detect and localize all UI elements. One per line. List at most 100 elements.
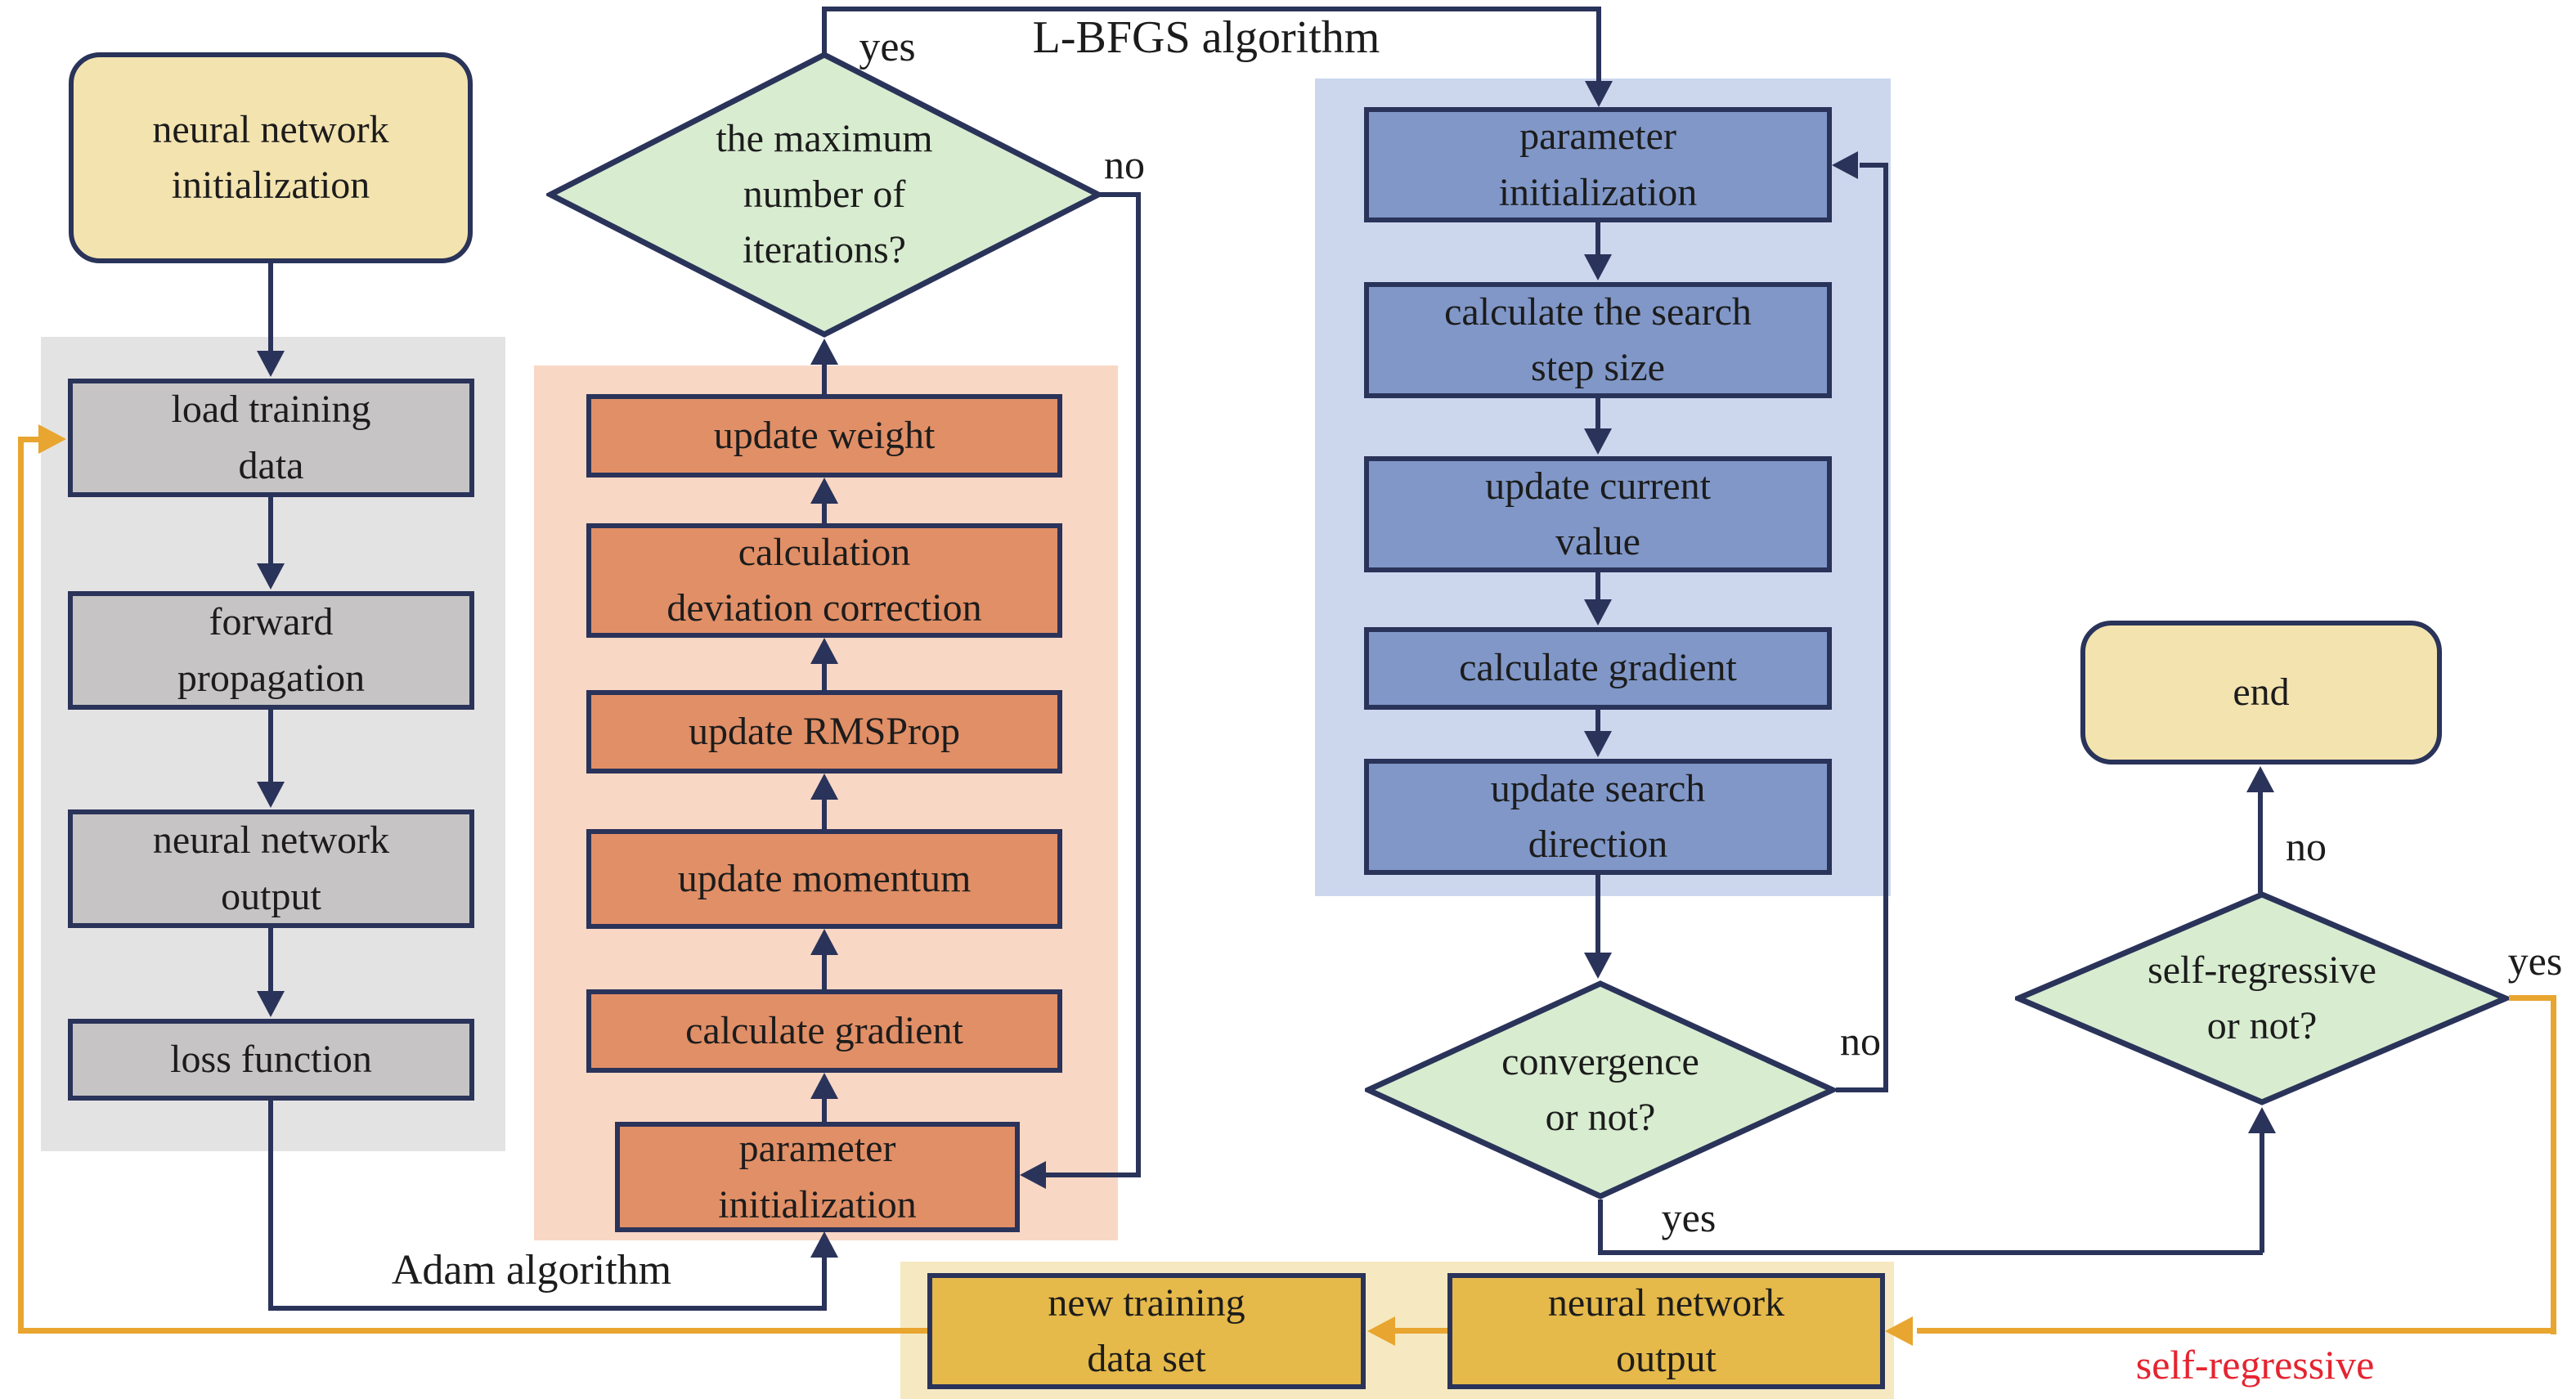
arrowhead-convno-to-lbfgsinit xyxy=(1832,151,1858,179)
node-update-current-value-label: update current value xyxy=(1485,464,1711,563)
node-nn-output-bottom-label: neural network output xyxy=(1547,1280,1785,1380)
node-deviation-correction-label: calculation deviation correction xyxy=(666,530,982,630)
decision-max-iterations-shape xyxy=(546,52,1102,338)
node-loss-function-label: loss function xyxy=(170,1037,372,1081)
decision-convergence: convergence or not? xyxy=(1365,980,1836,1199)
decision-max-iterations: the maximum number of iterations? xyxy=(546,51,1102,339)
node-update-weight-label: update weight xyxy=(713,413,936,457)
connector-direction-to-convergence xyxy=(1595,875,1600,955)
arrowhead-gradient-to-direction xyxy=(1584,731,1612,757)
node-load-training-data: load training data xyxy=(68,379,474,497)
arrowhead-nnoutput-to-newdata xyxy=(1367,1316,1395,1346)
connector-newdata-left xyxy=(20,1328,930,1334)
node-forward-propagation-label: forward propagation xyxy=(177,600,366,700)
connector-selfregno xyxy=(2258,789,2263,893)
node-update-rmsprop: update RMSProp xyxy=(586,690,1062,773)
connector-no-right-2 xyxy=(1136,192,1141,1177)
node-update-current-value: update current value xyxy=(1364,456,1832,572)
connector-rmsprop-to-deviation xyxy=(822,661,827,693)
node-adam-parameter-initialization: parameter initialization xyxy=(615,1122,1020,1232)
node-lbfgs-parameter-initialization-label: parameter initialization xyxy=(1498,114,1698,214)
node-end: end xyxy=(2080,621,2442,765)
decision-self-regressive: self-regressive or not? xyxy=(2015,891,2509,1105)
connector-selfregyes-2 xyxy=(2551,995,2556,1334)
arrowhead-lbfgsinit-to-step xyxy=(1584,254,1612,280)
arrowhead-current-to-gradient xyxy=(1584,599,1612,626)
decision-self-regressive-label: self-regressive or not? xyxy=(2147,948,2376,1047)
decision-self-regressive-shape xyxy=(2015,891,2509,1105)
connector-adam-entry xyxy=(822,1254,827,1308)
node-new-training-data-set: new training data set xyxy=(927,1273,1366,1389)
connector-adaminit-to-gradient xyxy=(822,1096,827,1125)
edge-label-self-regressive-note: self-regressive xyxy=(2135,1342,2375,1388)
connector-convyes-3 xyxy=(2260,1132,2264,1253)
node-start: neural network initialization xyxy=(69,52,473,263)
node-new-training-data-set-label: new training data set xyxy=(1048,1280,1245,1380)
node-update-rmsprop-label: update RMSProp xyxy=(688,709,960,753)
node-deviation-correction: calculation deviation correction xyxy=(586,523,1062,638)
connector-deviation-to-weight xyxy=(822,500,827,527)
connector-current-to-gradient xyxy=(1595,572,1600,602)
node-load-training-data-label: load training data xyxy=(171,388,371,487)
connector-gradient-to-direction xyxy=(1595,710,1600,733)
edge-label-self-regressive-yes: yes xyxy=(2507,938,2563,984)
connector-convyes-2 xyxy=(1598,1250,2263,1255)
connector-step-to-current xyxy=(1595,398,1600,431)
edge-label-lbfgs-algorithm: L-BFGS algorithm xyxy=(1032,12,1380,63)
decision-max-iterations-label: the maximum number of iterations? xyxy=(716,116,933,272)
edge-label-max-iterations-no: no xyxy=(1104,141,1145,187)
connector-return-top xyxy=(18,437,43,442)
connector-into-lbfgs xyxy=(1596,7,1601,83)
connector-gradient-to-momentum xyxy=(822,952,827,993)
node-update-search-direction: update search direction xyxy=(1364,759,1832,875)
node-end-label: end xyxy=(2233,670,2290,714)
arrowhead-output-to-loss xyxy=(257,991,285,1017)
connector-loss-to-adam xyxy=(268,1306,827,1311)
connector-selfregyes-3 xyxy=(1917,1328,2556,1334)
arrowhead-adam-entry xyxy=(810,1231,838,1258)
connector-selfregyes-1 xyxy=(2509,995,2556,1001)
arrowhead-momentum-to-rmsprop xyxy=(810,773,838,800)
connector-no-right-3 xyxy=(1046,1173,1141,1177)
arrowhead-no-to-adaminit xyxy=(1020,1161,1046,1189)
edge-label-convergence-yes: yes xyxy=(1661,1195,1717,1240)
node-adam-calculate-gradient-label: calculate gradient xyxy=(685,1008,963,1052)
arrowhead-gradient-to-momentum xyxy=(810,929,838,955)
arrowhead-deviation-to-weight xyxy=(810,478,838,504)
arrowhead-adaminit-to-gradient xyxy=(810,1073,838,1099)
connector-momentum-to-rmsprop xyxy=(822,796,827,832)
node-forward-propagation: forward propagation xyxy=(68,591,474,710)
arrowhead-direction-to-convergence xyxy=(1584,953,1612,979)
node-update-momentum: update momentum xyxy=(586,829,1062,929)
connector-convno-2 xyxy=(1883,163,1888,1090)
arrowhead-step-to-current xyxy=(1584,428,1612,455)
arrowhead-selfregno-to-end xyxy=(2246,766,2274,792)
decision-convergence-shape xyxy=(1365,980,1836,1199)
connector-return-up xyxy=(18,437,24,1334)
connector-loss-down xyxy=(268,1099,273,1311)
arrowhead-convyes-to-selfreg xyxy=(2248,1107,2276,1133)
arrowhead-start-to-load xyxy=(257,351,285,377)
connector-convyes-1 xyxy=(1598,1199,1603,1255)
node-lbfgs-calculate-gradient-label: calculate gradient xyxy=(1459,646,1737,690)
arrowhead-return-to-load xyxy=(38,424,66,454)
node-search-step-size-label: calculate the search step size xyxy=(1444,289,1752,389)
node-update-weight: update weight xyxy=(586,394,1062,478)
connector-output-to-loss xyxy=(268,926,273,995)
node-neural-network-output: neural network output xyxy=(68,809,474,928)
connector-no-right-1 xyxy=(1100,192,1141,197)
connector-load-to-forward xyxy=(268,495,273,567)
node-start-label: neural network initialization xyxy=(152,107,389,207)
node-nn-output-bottom: neural network output xyxy=(1447,1273,1885,1389)
node-adam-calculate-gradient: calculate gradient xyxy=(586,989,1062,1073)
node-loss-function: loss function xyxy=(68,1019,474,1101)
connector-forward-to-output xyxy=(268,708,273,786)
arrowhead-load-to-forward xyxy=(257,563,285,590)
connector-decision-top xyxy=(822,7,827,54)
node-update-momentum-label: update momentum xyxy=(677,856,972,900)
edge-label-self-regressive-no: no xyxy=(2286,823,2327,869)
connector-convno-1 xyxy=(1836,1087,1888,1092)
node-lbfgs-calculate-gradient: calculate gradient xyxy=(1364,627,1832,710)
node-lbfgs-parameter-initialization: parameter initialization xyxy=(1364,107,1832,222)
